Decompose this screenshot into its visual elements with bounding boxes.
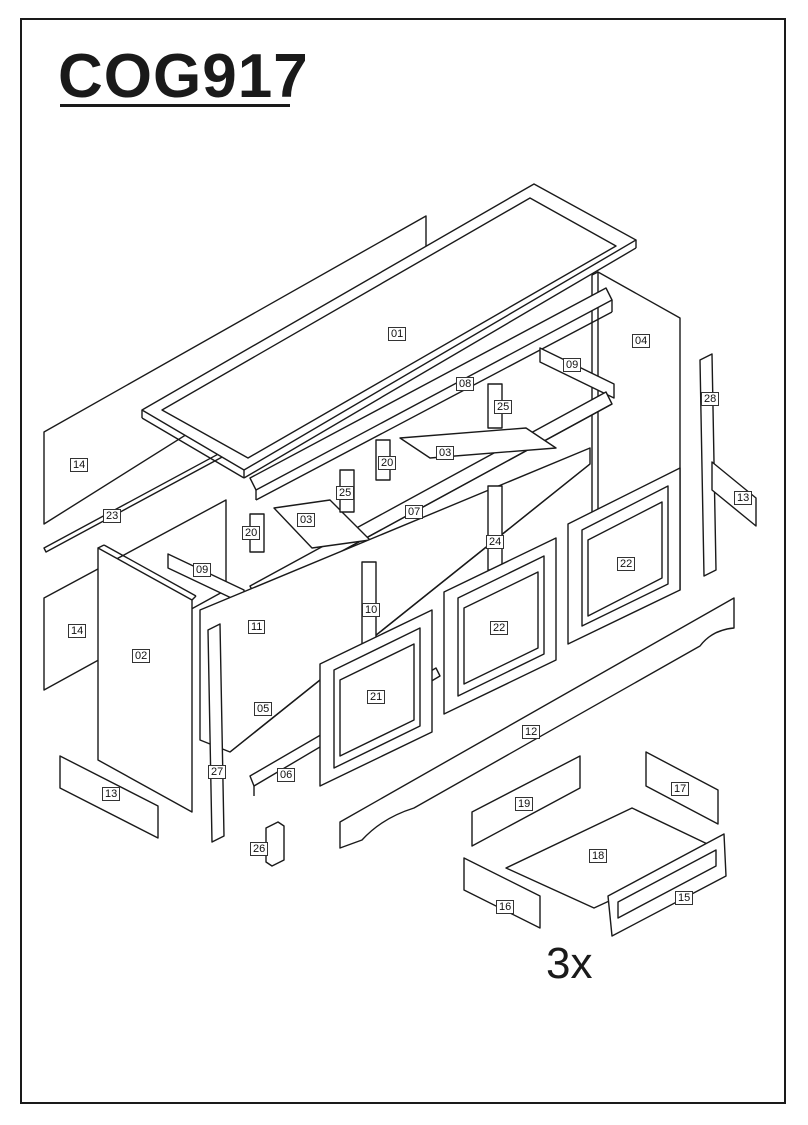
part-label: 25	[336, 486, 355, 500]
side-panel-left	[97, 547, 193, 813]
plinth-front	[339, 597, 735, 849]
part-label: 13	[102, 787, 121, 801]
drawer-side-16	[463, 857, 541, 929]
part-label: 05	[254, 702, 273, 716]
part-label: 09	[563, 358, 582, 372]
part-label: 20	[242, 526, 261, 540]
part-label: 20	[378, 456, 397, 470]
part-label: 03	[436, 446, 455, 460]
part-label: 18	[589, 849, 608, 863]
part-label: 26	[250, 842, 269, 856]
rail-09-right	[539, 347, 615, 399]
part-label: 23	[103, 509, 122, 523]
shelf-03-lower	[273, 499, 371, 549]
part-label: 21	[367, 690, 386, 704]
part-label: 22	[490, 621, 509, 635]
title-underline	[60, 104, 290, 107]
part-label: 06	[277, 768, 296, 782]
part-label: 15	[675, 891, 694, 905]
part-label: 19	[515, 797, 534, 811]
part-label: 27	[208, 765, 227, 779]
part-label: 13	[734, 491, 753, 505]
part-label: 24	[486, 535, 505, 549]
page-frame	[20, 18, 786, 1104]
part-label: 17	[671, 782, 690, 796]
shelf-03-upper	[399, 427, 557, 459]
part-label: 09	[193, 563, 212, 577]
door-22-right	[567, 467, 681, 645]
part-label: 03	[297, 513, 316, 527]
part-label: 10	[362, 603, 381, 617]
part-label: 16	[496, 900, 515, 914]
part-label: 14	[70, 458, 89, 472]
part-label: 01	[388, 327, 407, 341]
model-title: COG917	[58, 42, 309, 111]
drawer-quantity-note: 3x	[546, 939, 593, 988]
part-label: 04	[632, 334, 651, 348]
part-label: 28	[701, 392, 720, 406]
part-label: 14	[68, 624, 87, 638]
part-label: 02	[132, 649, 151, 663]
block-26	[265, 821, 285, 867]
upright-24	[487, 485, 503, 571]
part-label: 25	[494, 400, 513, 414]
part-label: 07	[405, 505, 424, 519]
top-panel-inner	[161, 197, 617, 459]
drawer-front-15	[607, 833, 727, 937]
part-label: 08	[456, 377, 475, 391]
part-label: 22	[617, 557, 636, 571]
part-label: 12	[522, 725, 541, 739]
part-label: 11	[248, 620, 266, 634]
post-28	[699, 353, 717, 577]
